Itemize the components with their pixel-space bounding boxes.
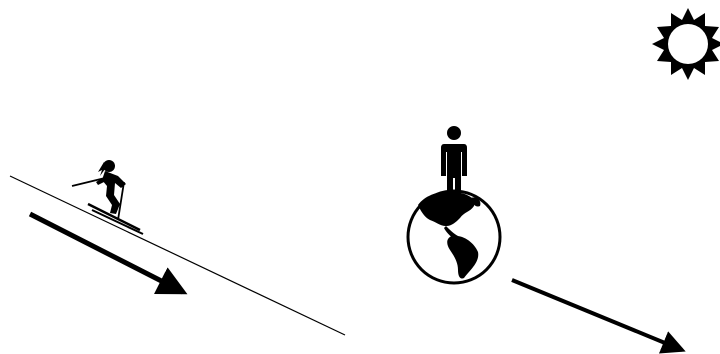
slope-line — [9, 175, 346, 336]
skier-icon — [71, 160, 144, 235]
person-icon — [441, 126, 467, 206]
motion-arrow-right — [511, 278, 686, 354]
globe-americas-icon — [406, 189, 502, 285]
motion-arrow-left — [28, 211, 188, 295]
sun-icon — [652, 8, 720, 80]
